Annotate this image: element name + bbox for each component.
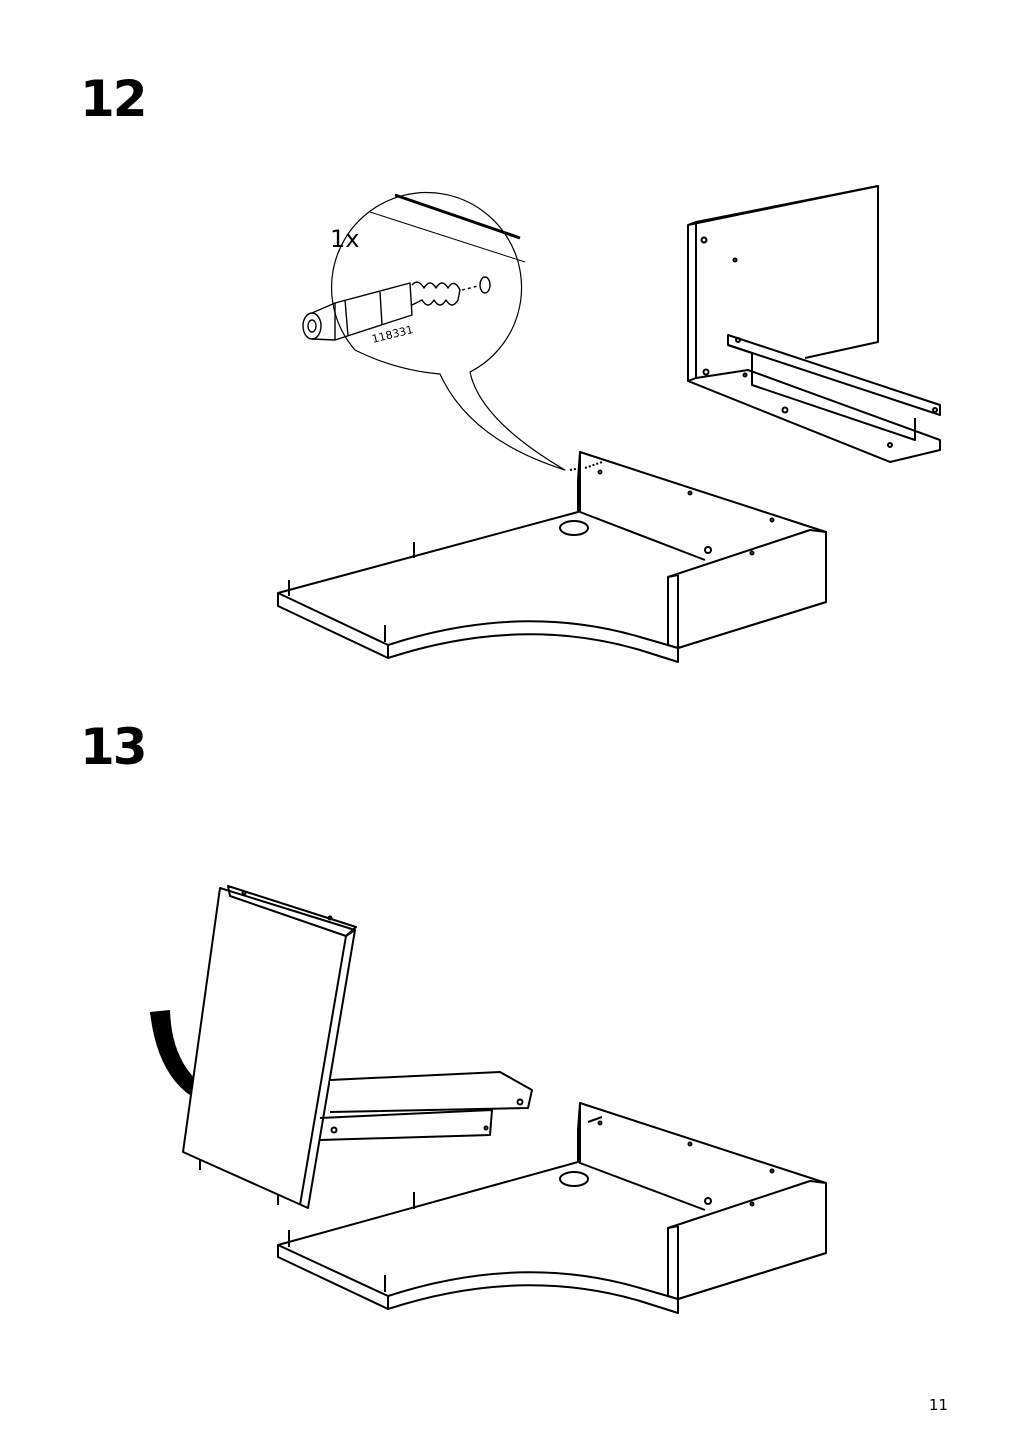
page-number: 11	[928, 1396, 948, 1414]
desk-top-assembly	[277, 1102, 827, 1314]
quantity-label: 1x	[330, 225, 359, 253]
step-number-12: 12	[80, 70, 148, 128]
zoom-callout: 1x 118331	[302, 191, 566, 471]
cam-dowel-icon	[302, 276, 491, 341]
desk-top-assembly	[277, 451, 827, 663]
step-12-illustration: 1x 118331	[277, 185, 941, 663]
step-13-illustration	[150, 885, 827, 1314]
tilting-side-panel	[182, 885, 533, 1209]
side-panel-with-rail	[687, 185, 941, 463]
step-number-13: 13	[80, 718, 148, 776]
